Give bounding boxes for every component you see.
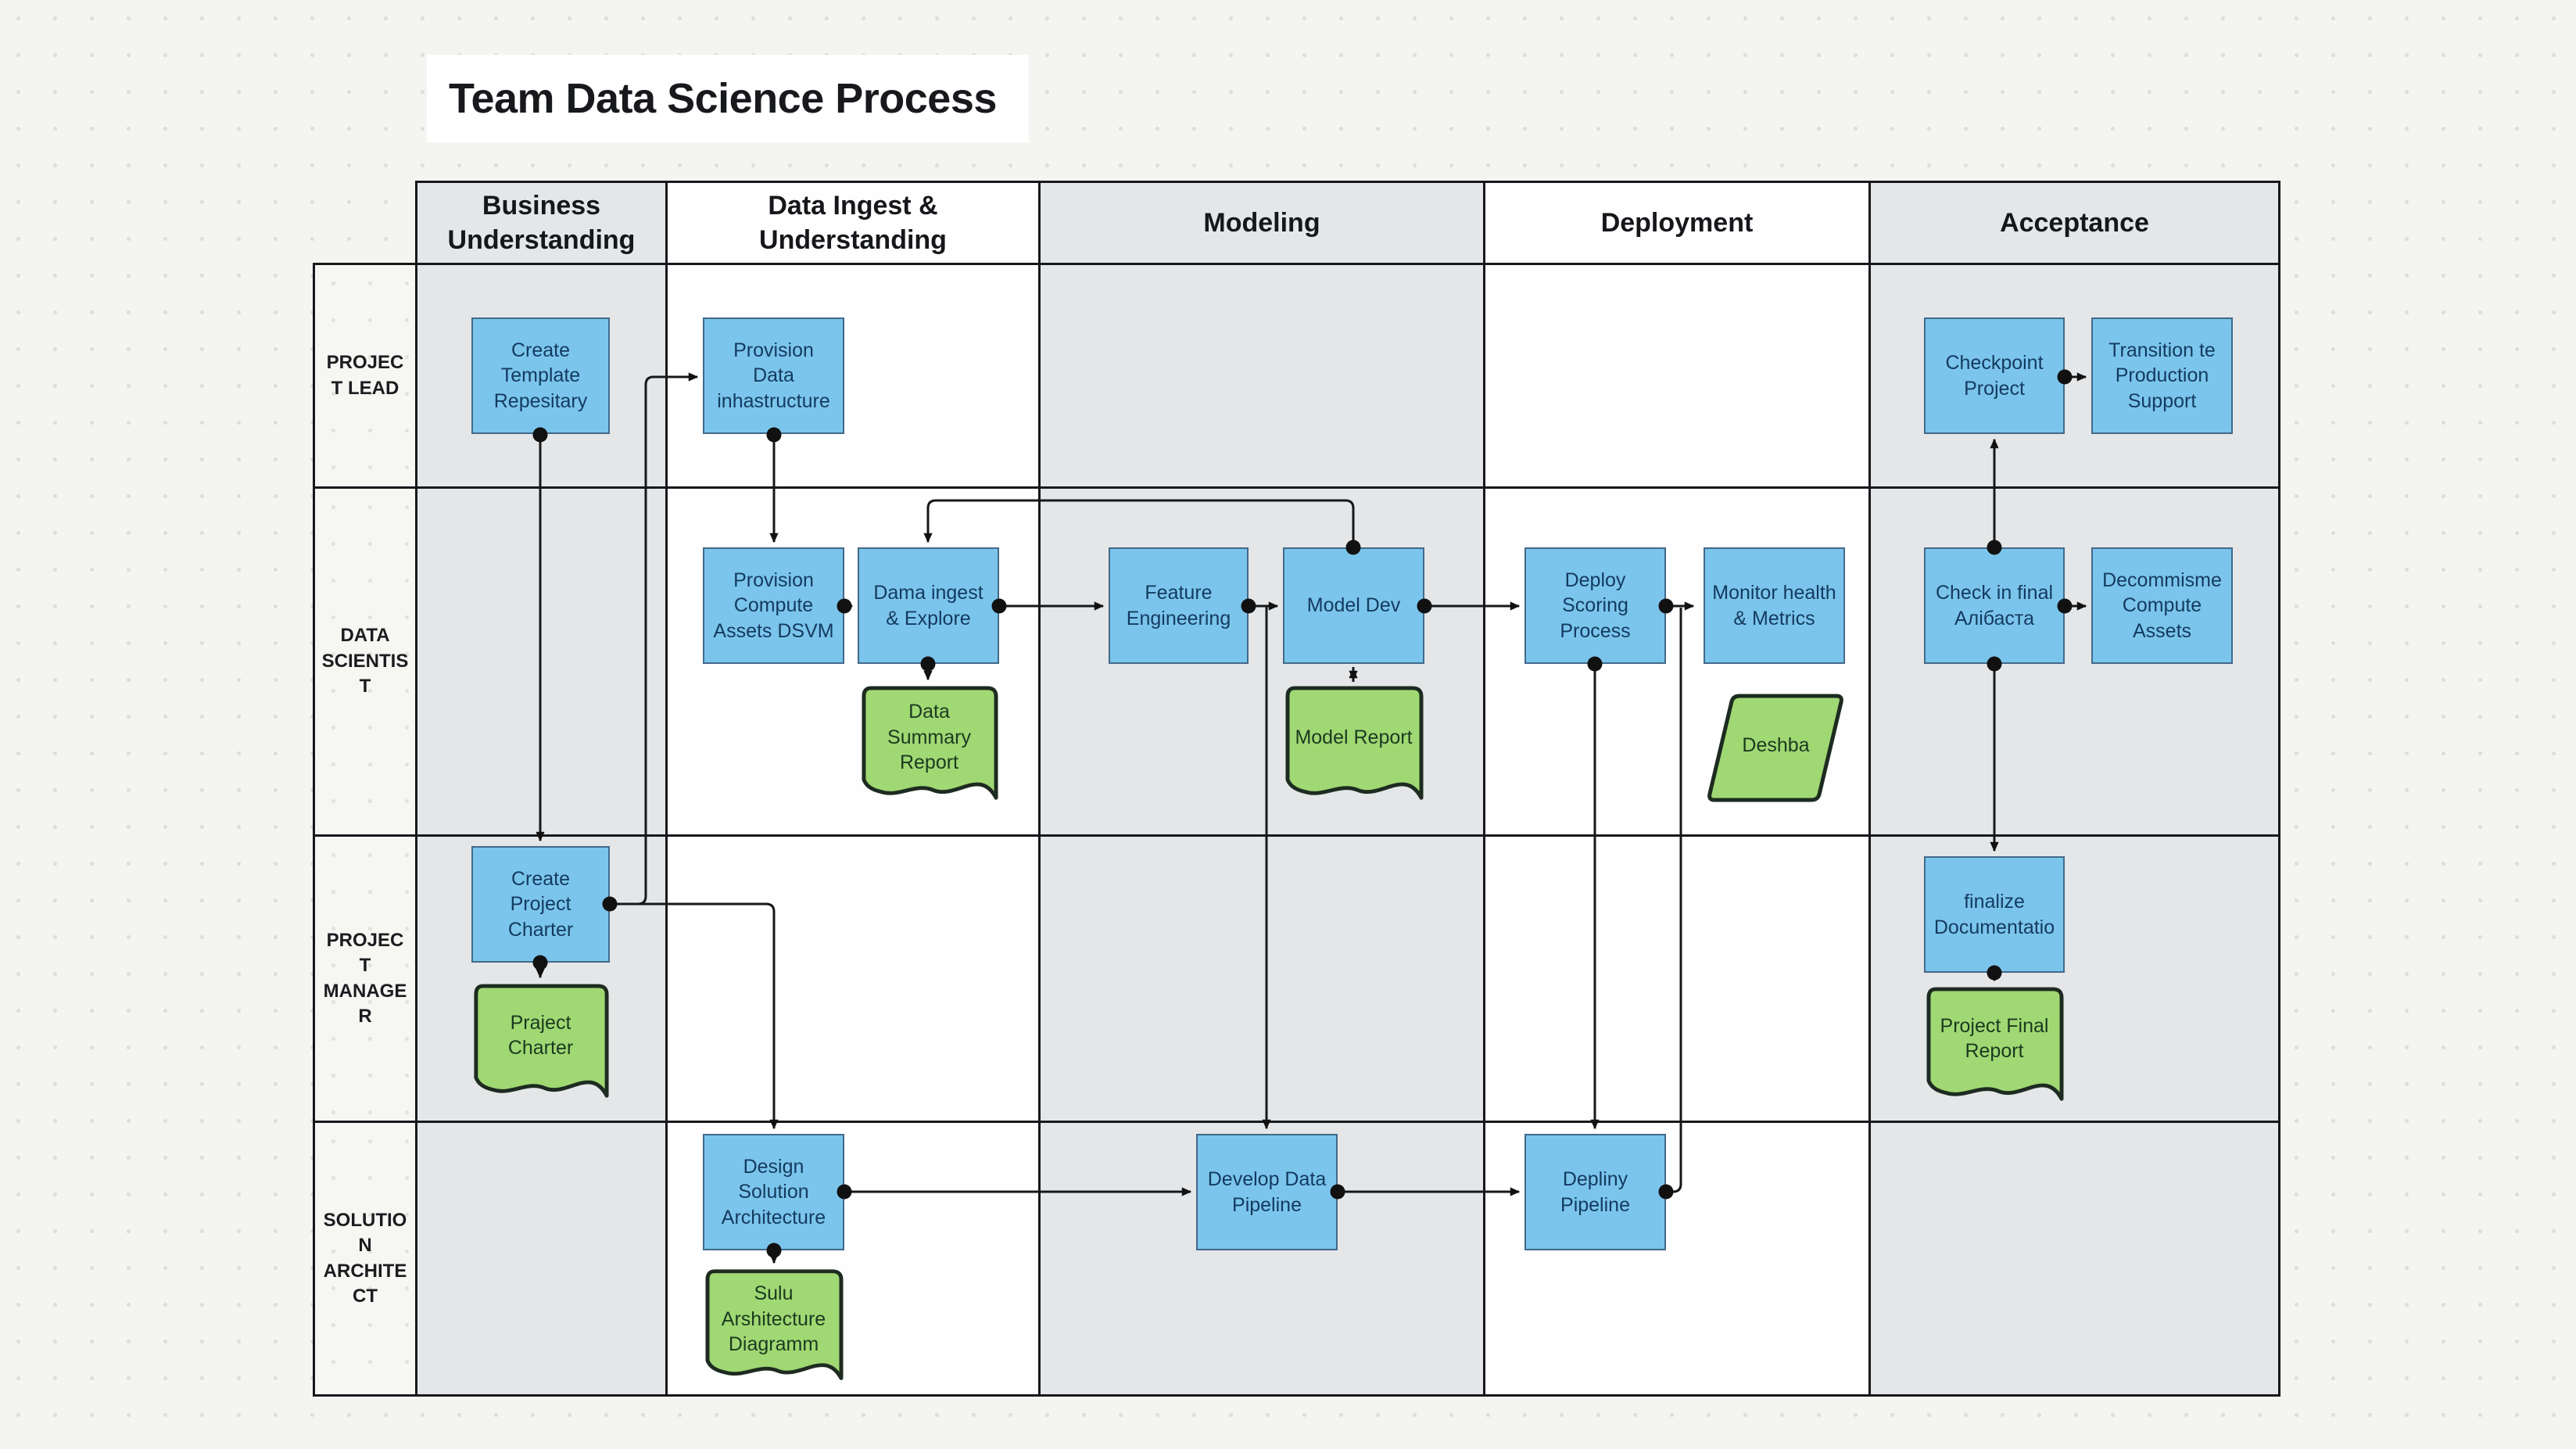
node-project-final-report[interactable]: Project Final Report	[1924, 986, 2065, 1106]
document-shape-icon	[705, 1269, 844, 1380]
node-design-solution-architecture[interactable]: Design Solution Architecture	[703, 1134, 844, 1250]
node-provision-data-infrastructure[interactable]: Provision Data inhastructure	[703, 317, 844, 434]
node-checkpoint-project[interactable]: Checkpoint Project	[1924, 317, 2065, 434]
grid-right-border	[2278, 181, 2280, 1397]
node-check-in-final[interactable]: Check in final Алібаста	[1924, 547, 2065, 664]
lane-cell	[415, 486, 665, 834]
node-dashboard[interactable]: Deshba	[1705, 692, 1847, 804]
document-shape-icon	[862, 686, 998, 800]
node-deploy-pipeline[interactable]: Depliny Pipeline	[1524, 1134, 1666, 1250]
node-monitor-health-metrics[interactable]: Monitor health & Metrics	[1704, 547, 1845, 664]
row-label-project-manager[interactable]: PROJECT MANAGER	[313, 834, 415, 1121]
lane-cell	[415, 1121, 665, 1394]
node-provision-compute-assets[interactable]: Provision Compute Assets DSVM	[703, 547, 844, 664]
document-shape-icon	[1285, 686, 1424, 800]
column-header-data-ingest[interactable]: Data Ingest & Understanding	[665, 181, 1038, 263]
title-card[interactable]: Team Data Science Process	[427, 55, 1029, 142]
page-title: Team Data Science Process	[449, 75, 997, 122]
node-decommission-compute-assets[interactable]: Decommisme Compute Assets	[2091, 547, 2233, 664]
node-create-project-charter[interactable]: Create Project Charter	[471, 846, 610, 963]
lane-cell	[1038, 834, 1483, 1121]
node-solution-architecture-diagram[interactable]: Sulu Arshitecture Diagramm	[703, 1268, 844, 1386]
grid-bottom-border	[313, 1394, 2280, 1397]
node-create-template-repository[interactable]: Create Template Repesitary	[471, 317, 610, 434]
node-finalize-documentation[interactable]: finalize Documentatio	[1924, 856, 2065, 973]
node-develop-data-pipeline[interactable]: Develop Data Pipeline	[1196, 1134, 1338, 1250]
column-header-modeling[interactable]: Modeling	[1038, 181, 1483, 263]
lane-cell	[1038, 263, 1483, 486]
node-model-dev[interactable]: Model Dev	[1283, 547, 1424, 664]
node-model-report[interactable]: Model Report	[1283, 685, 1424, 805]
lane-cell	[1483, 834, 1868, 1121]
node-deploy-scoring-process[interactable]: Deploy Scoring Process	[1524, 547, 1666, 664]
column-header-deployment[interactable]: Deployment	[1483, 181, 1868, 263]
node-feature-engineering[interactable]: Feature Engineering	[1109, 547, 1249, 664]
row-label-solution-architect[interactable]: SOLUTION ARCHITECT	[313, 1121, 415, 1394]
row-label-project-lead[interactable]: PROJECT LEAD	[313, 263, 415, 486]
lane-cell	[665, 834, 1038, 1121]
lane-cell	[1483, 263, 1868, 486]
document-shape-icon	[474, 984, 609, 1098]
parallelogram-shape-icon	[1707, 694, 1843, 802]
node-data-summary-report[interactable]: Data Summary Report	[859, 685, 999, 805]
document-shape-icon	[1926, 987, 2064, 1101]
column-header-business-understanding[interactable]: Business Understanding	[415, 181, 665, 263]
column-header-acceptance[interactable]: Acceptance	[1868, 181, 2278, 263]
node-data-ingest-explore[interactable]: Dama ingest & Explore	[858, 547, 999, 664]
node-project-charter[interactable]: Praject Charter	[471, 983, 610, 1103]
lane-cell	[1868, 1121, 2278, 1394]
row-label-data-scientist[interactable]: DATA SCIENTIST	[313, 486, 415, 834]
node-transition-production-support[interactable]: Transition te Production Support	[2091, 317, 2233, 434]
